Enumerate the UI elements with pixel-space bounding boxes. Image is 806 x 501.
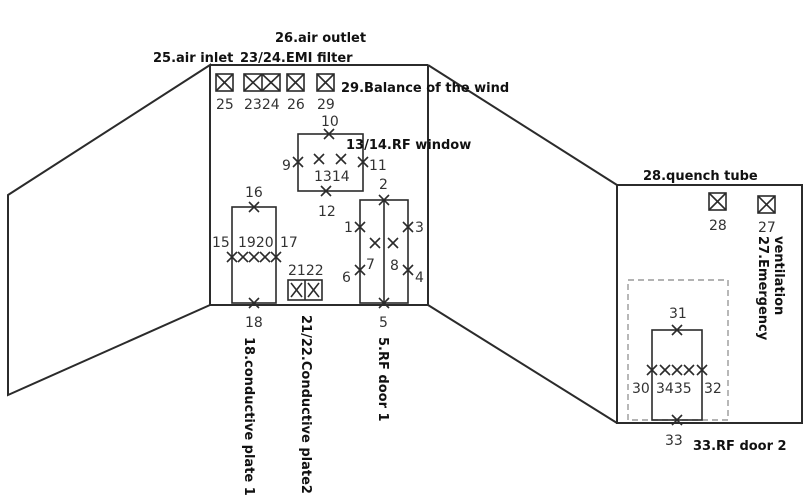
- mark-30: [646, 364, 658, 376]
- mark-16: [248, 201, 260, 213]
- num-30: 30: [632, 381, 650, 397]
- mark-17: [270, 251, 282, 263]
- box-25: [215, 73, 234, 92]
- mark-31: [671, 324, 683, 336]
- label-air-inlet: 25.air inlet: [153, 51, 233, 66]
- mark-12: [320, 185, 332, 197]
- filter-boxes: [215, 73, 335, 92]
- conductive-plate-1: [226, 201, 282, 309]
- num-15: 15: [212, 235, 230, 251]
- conductive-plate-2: [287, 279, 323, 301]
- mark-33: [671, 414, 683, 426]
- num-16: 16: [245, 185, 263, 201]
- mark-9: [292, 156, 304, 168]
- num-12: 12: [318, 204, 336, 220]
- num-31: 31: [669, 306, 687, 322]
- mark-3: [402, 221, 414, 233]
- mark-1: [354, 221, 366, 233]
- mark-34: [659, 364, 671, 376]
- num-10: 10: [321, 114, 339, 130]
- label-air-outlet: 26.air outlet: [275, 31, 366, 46]
- num-32: 32: [704, 381, 722, 397]
- mark-32: [696, 364, 708, 376]
- label-conductive-plate-2: 21/22.Conductive plate2: [298, 315, 313, 494]
- label-emi-filter: 23/24.EMI filter: [240, 51, 353, 66]
- num-9: 9: [282, 158, 291, 174]
- num-7: 7: [366, 257, 375, 273]
- label-emergency: 27.Emergency: [755, 236, 770, 341]
- num-26: 26: [287, 97, 305, 113]
- num-18: 18: [245, 315, 263, 331]
- mark-4: [402, 264, 414, 276]
- num-1: 1: [344, 220, 353, 236]
- rf-door-1: [354, 194, 414, 309]
- num-33: 33: [665, 433, 683, 449]
- label-conductive-plate-1: 18.conductive plate 1: [241, 337, 256, 496]
- num-3: 3: [415, 220, 424, 236]
- num-2324: 2324: [244, 97, 280, 113]
- mark-11: [357, 156, 369, 168]
- num-11: 11: [369, 158, 387, 174]
- mark-14: [335, 153, 347, 165]
- box-26: [286, 73, 305, 92]
- label-rf-door-2: 33.RF door 2: [693, 439, 787, 454]
- mark-18: [248, 297, 260, 309]
- num-8: 8: [390, 258, 399, 274]
- box-29: [316, 73, 335, 92]
- description-labels: 26.air outlet 25.air inlet 23/24.EMI fil…: [153, 31, 787, 496]
- mark-19: [237, 251, 249, 263]
- num-3435: 3435: [656, 381, 692, 397]
- label-rf-door-1: 5.RF door 1: [375, 337, 390, 422]
- mark-10: [323, 128, 335, 140]
- mark-5: [378, 297, 390, 309]
- num-27: 27: [758, 220, 776, 236]
- rf-door-2: [627, 279, 729, 426]
- num-2: 2: [379, 177, 388, 193]
- label-rf-window: 13/14.RF window: [346, 138, 471, 153]
- num-1920: 1920: [238, 235, 274, 251]
- num-28: 28: [709, 218, 727, 234]
- num-6: 6: [342, 270, 351, 286]
- num-17: 17: [280, 235, 298, 251]
- num-1314: 1314: [314, 169, 350, 185]
- num-25: 25: [216, 97, 234, 113]
- mark-8: [387, 237, 399, 249]
- number-labels: 25 2324 26 29 10 9 11 1314 12 16 15 1920…: [212, 97, 776, 449]
- num-4: 4: [415, 270, 424, 286]
- mark-15: [226, 251, 238, 263]
- mark-35: [683, 364, 695, 376]
- mark-2: [378, 194, 390, 206]
- mark-19b: [248, 251, 260, 263]
- right-boxes: [708, 192, 776, 214]
- num-29: 29: [317, 97, 335, 113]
- num-2122: 2122: [288, 263, 324, 279]
- mark-7: [369, 237, 381, 249]
- label-quench-tube: 28.quench tube: [643, 169, 758, 184]
- mark-34b: [671, 364, 683, 376]
- mark-6: [354, 264, 366, 276]
- mark-20: [259, 251, 271, 263]
- box-28: [708, 192, 727, 211]
- box-27: [757, 195, 776, 214]
- label-balance-wind: 29.Balance of the wind: [341, 81, 509, 96]
- rf-window: [292, 128, 369, 197]
- mark-13: [313, 153, 325, 165]
- num-5: 5: [379, 315, 388, 331]
- box-2324: [243, 73, 281, 92]
- room-walls: [7, 63, 803, 424]
- label-ventilation: ventilation: [771, 236, 786, 315]
